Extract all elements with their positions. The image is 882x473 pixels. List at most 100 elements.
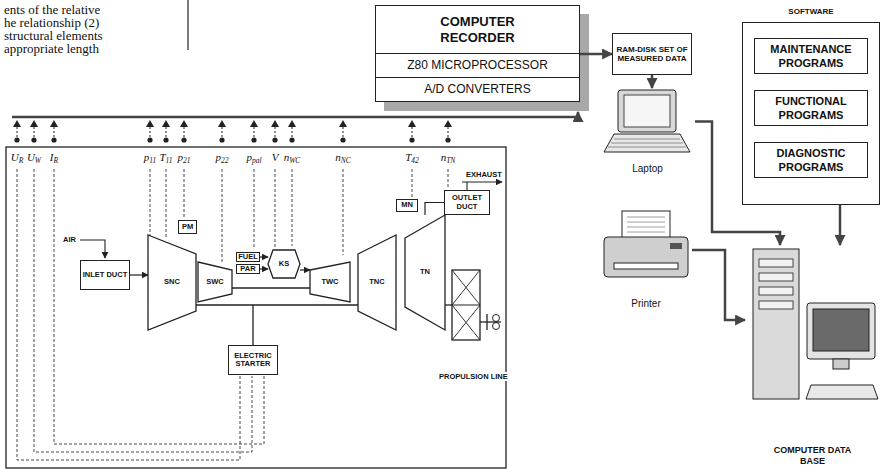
printer-paper: [622, 211, 670, 239]
turbine-stage: TWC: [310, 262, 350, 302]
exhaust-stub: [466, 182, 467, 190]
coupling: [493, 315, 500, 322]
node-label: TWC: [321, 278, 338, 287]
starter-box: ELECTRIC STARTER: [228, 345, 278, 375]
compressor-stage: SNC: [148, 235, 196, 330]
recorder-box: COMPUTER RECORDERZ80 MICROPROCESSORA/D C…: [375, 5, 580, 102]
inner-shaft: [232, 287, 310, 288]
icon-drawing: [600, 205, 692, 310]
paper-lines: [627, 232, 665, 233]
sensor-box: PM: [178, 220, 197, 234]
duct-box: OUTLET DUCT: [444, 190, 490, 215]
node-label: RAM-DISK SET OF MEASURED DATA: [613, 43, 691, 65]
monitor-stand: [833, 359, 849, 369]
node-label: FUEL: [238, 253, 258, 262]
node-label: INLET DUCT: [83, 271, 128, 280]
bus-tap: [271, 120, 279, 127]
icon-drawing: [745, 245, 880, 467]
sensor-lead: [222, 169, 223, 262]
node-label: SOFTWARE: [788, 6, 833, 18]
starter-link: [252, 305, 253, 345]
connector: [580, 53, 612, 56]
sensor-box: MN: [396, 199, 418, 212]
sensor-lead: [292, 169, 293, 246]
connector: [300, 269, 310, 270]
program-box: FUNCTIONAL PROGRAMS: [754, 90, 868, 126]
paper-lines: [627, 217, 665, 218]
bus-tap: [444, 120, 452, 127]
bus-tap: [288, 120, 296, 127]
monitor: [807, 303, 875, 359]
column-rule: [187, 0, 188, 50]
bus-tap: [30, 120, 38, 127]
node-label: KS: [279, 260, 289, 269]
paragraph-line: appropriate length: [4, 42, 99, 55]
sensor-lead: [254, 169, 255, 249]
duct-box: INLET DUCT: [80, 260, 130, 290]
connector: [425, 203, 444, 216]
tap-dot: [445, 137, 450, 142]
flow-label: AIR: [62, 235, 77, 244]
laptop-base: [604, 134, 690, 152]
bus-tap: [162, 120, 170, 127]
signal-name: p21: [178, 151, 191, 164]
bus-tap: [218, 120, 226, 127]
node-label: PAR: [240, 265, 255, 274]
bus-tap: [408, 120, 416, 127]
outline: [358, 235, 396, 330]
signal-name: T11: [159, 151, 172, 164]
database-icon: COMPUTER DATA BASE: [745, 245, 880, 467]
tap-dot: [14, 137, 19, 142]
turbine-stage: TNC: [358, 235, 396, 330]
sensor-lead: [54, 169, 264, 444]
sensor-lead: [184, 169, 185, 217]
bus-tap: [180, 120, 188, 127]
node-label: A/D CONVERTERS: [376, 77, 579, 101]
monitor-screen: [813, 309, 869, 351]
program-box: DIAGNOSTIC PROGRAMS: [754, 142, 868, 178]
air-arrow: [80, 240, 105, 258]
tap-dot: [51, 137, 56, 142]
tap-dot: [163, 137, 168, 142]
connector: [692, 250, 745, 320]
tap-dot: [31, 137, 36, 142]
bus-tap: [146, 120, 154, 127]
laptop-keys: [611, 143, 683, 144]
signal-name: UW: [27, 151, 41, 164]
drive-bay: [759, 301, 793, 309]
outline: [198, 262, 232, 302]
storage-box: RAM-DISK SET OF MEASURED DATA: [612, 33, 692, 75]
combustion-chamber: KS: [268, 250, 300, 278]
signal-name: p22: [216, 151, 229, 164]
engine-frame: [6, 147, 506, 468]
sensor-lead: [448, 169, 449, 187]
printer-slot: [614, 263, 678, 269]
signal-name: nNC: [335, 151, 351, 164]
node-label: PM: [182, 223, 193, 232]
drive-bay: [759, 273, 793, 281]
compressor-stage: SWC: [198, 262, 232, 302]
laptop-keys: [614, 139, 680, 140]
tap-dot: [272, 137, 277, 142]
node-label: Laptop: [632, 163, 663, 175]
paper-lines: [627, 222, 665, 223]
signal-name: V: [272, 151, 279, 164]
signal-name: nWC: [284, 151, 301, 164]
paper-lines: [627, 227, 665, 228]
connector: [651, 75, 654, 88]
printer-body: [604, 237, 688, 277]
bus-tap: [13, 120, 21, 127]
sensor-lead: [412, 169, 413, 197]
coupling: [486, 314, 487, 330]
sensor-lead: [343, 169, 344, 255]
signal-name: ppal: [246, 151, 261, 164]
bus-tap: [339, 120, 347, 127]
gearbox-cross: [452, 270, 480, 340]
node-label: ELECTRIC STARTER: [229, 352, 277, 369]
tower-case: [753, 249, 799, 399]
signal-name: T42: [405, 151, 419, 164]
outline: [310, 262, 350, 302]
node-label: Printer: [631, 298, 660, 310]
laptop-keys: [608, 147, 686, 148]
signal-name: nTN: [441, 151, 456, 164]
